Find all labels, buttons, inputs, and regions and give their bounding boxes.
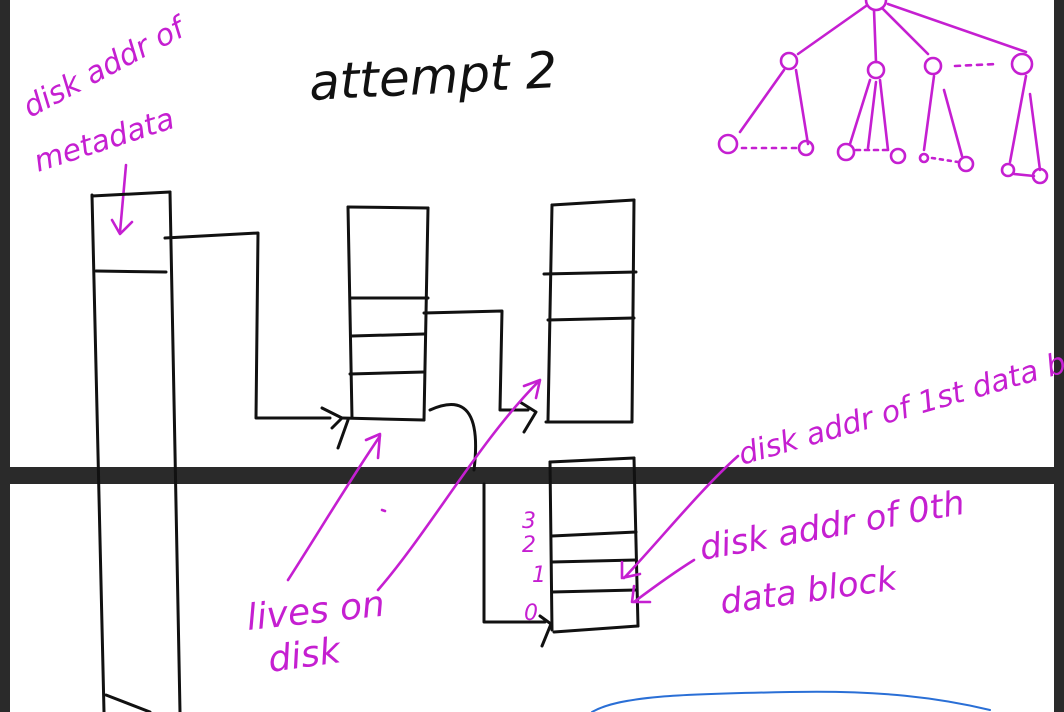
- footer-blue-curve: [591, 690, 991, 712]
- index-2: 2: [522, 533, 536, 558]
- metadata-pointer-arrow: [110, 163, 134, 236]
- page-divider: [0, 467, 1064, 484]
- index-1: 1: [532, 563, 546, 588]
- first-data-block-arrow: [620, 454, 740, 580]
- tree-sketch: [717, 0, 1049, 185]
- page-bottom: [10, 484, 1054, 712]
- index-0: 0: [524, 601, 538, 626]
- index-labels: 3 2 1 0: [522, 509, 546, 626]
- zeroth-data-block-arrow: [630, 558, 696, 604]
- diagram-title: attempt 2: [308, 41, 559, 112]
- lives-on-arrow-1: [286, 432, 382, 582]
- indirect-block-middle: [336, 205, 430, 450]
- stray-dot: [380, 508, 387, 513]
- inode-block: [90, 190, 182, 712]
- lives-on-arrow-2: [376, 378, 542, 592]
- data-block-top: [542, 198, 638, 424]
- index-3: 3: [522, 509, 536, 534]
